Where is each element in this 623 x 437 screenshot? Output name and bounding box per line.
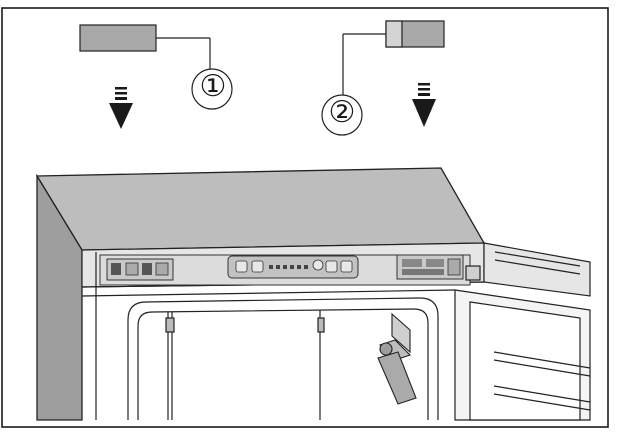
down-arrow-icon (109, 87, 133, 129)
cabinet-interior (127, 297, 439, 420)
callout-circle-2 (321, 94, 363, 136)
callout-circle-1 (191, 68, 233, 110)
callout-label-2: ② (328, 95, 356, 130)
cabinet-top (35, 167, 486, 251)
cabinet-side-panel (36, 173, 83, 421)
figure-border (1, 7, 609, 428)
callout-label-1: ① (199, 69, 227, 104)
door-hinge (377, 312, 417, 405)
part-2-cover (342, 20, 445, 95)
part-1-cover (79, 24, 211, 70)
open-door (454, 242, 591, 421)
control-panel (99, 254, 471, 286)
down-arrow-icon (412, 83, 436, 127)
